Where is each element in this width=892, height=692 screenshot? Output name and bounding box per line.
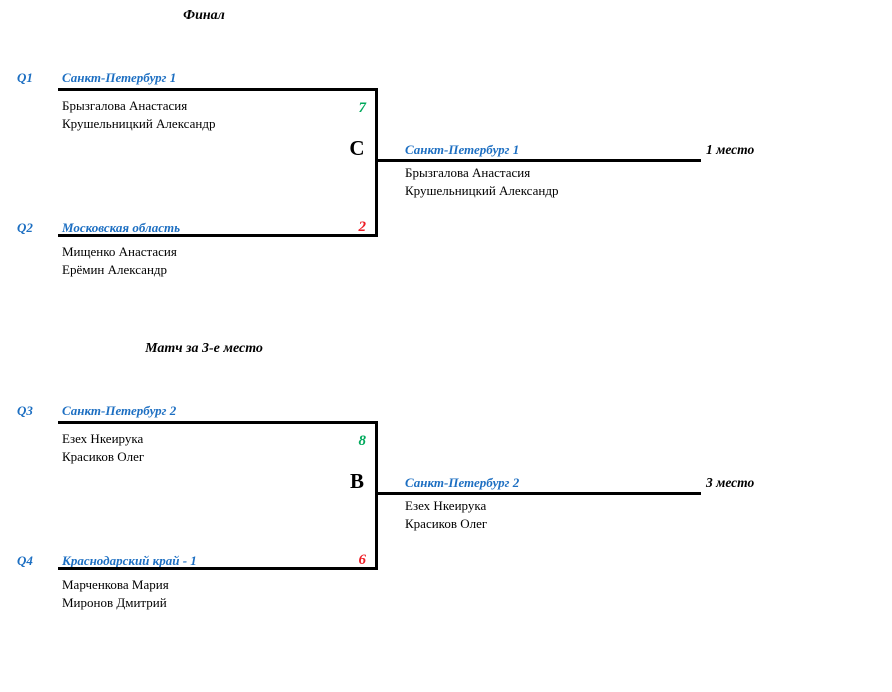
team-players: Брызгалова Анастасия Крушельницкий Алекс… [62,97,215,133]
bracket-line-vertical [375,88,378,237]
player-name: Красиков Олег [62,449,145,464]
seed-label-q2: Q2 [17,220,33,235]
bracket-line-vertical [375,421,378,570]
team-players: Езех Нкеирука Красиков Олег [62,430,144,466]
bracket-line-bottom [58,234,377,237]
player-name: Ерёмин Александр [62,262,168,277]
place-label: 1 место [706,142,755,157]
seed-label-q4: Q4 [17,553,33,568]
player-name: Красиков Олег [405,516,488,531]
team-name-link[interactable]: Московская область [62,220,181,235]
team-name-link[interactable]: Санкт-Петербург 1 [62,70,177,85]
winner-line [377,492,701,495]
team-name-link[interactable]: Санкт-Петербург 2 [62,403,177,418]
team-players: Мищенко Анастасия Ерёмин Александр [62,243,177,279]
bracket-title: Матч за 3-е место [145,341,263,356]
player-name: Брызгалова Анастасия [405,165,531,180]
bracket-title: Финал [183,8,225,23]
seed-label-q1: Q1 [17,70,33,85]
bracket-line-top [58,88,377,91]
team-players: Марченкова Мария Миронов Дмитрий [62,576,169,612]
player-name: Крушельницкий Александр [405,183,559,198]
bracket-line-top [58,421,377,424]
seed-label-q3: Q3 [17,403,33,418]
connector-letter: С [349,136,365,160]
player-name: Езех Нкеирука [62,431,144,446]
player-name: Марченкова Мария [62,577,169,592]
player-name: Брызгалова Анастасия [62,98,188,113]
winner-team-link[interactable]: Санкт-Петербург 1 [405,142,520,157]
winner-team-link[interactable]: Санкт-Петербург 2 [405,475,520,490]
score-value-top: 7 [358,100,367,116]
bracket-final: Финал Q1 Санкт-Петербург 1 Брызгалова Ан… [0,0,892,332]
bracket-third-place: Матч за 3-е место Q3 Санкт-Петербург 2 Е… [0,333,892,665]
score-value-bottom: 6 [358,552,367,568]
connector-letter: В [349,469,364,493]
winner-players: Брызгалова Анастасия Крушельницкий Алекс… [405,164,558,200]
player-name: Миронов Дмитрий [62,595,167,610]
winner-players: Езех Нкеирука Красиков Олег [405,497,487,533]
team-name-link[interactable]: Краснодарский край - 1 [62,553,197,568]
player-name: Езех Нкеирука [405,498,487,513]
bracket-line-bottom [58,567,377,570]
player-name: Крушельницкий Александр [62,116,216,131]
score-value-bottom: 2 [358,219,367,235]
place-label: 3 место [706,475,755,490]
score-value-top: 8 [358,433,367,449]
winner-line [377,159,701,162]
player-name: Мищенко Анастасия [62,244,177,259]
